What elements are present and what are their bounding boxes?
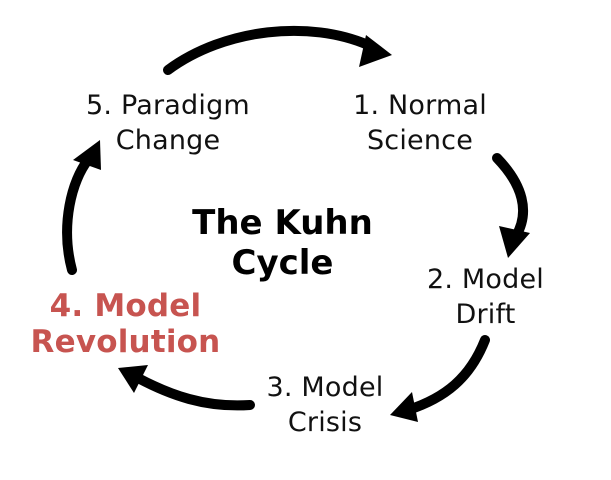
arrowhead-5 — [73, 140, 101, 170]
arrow-4-to-5 — [62, 155, 93, 275]
stage-paradigm-change: 5. Paradigm Change — [68, 88, 268, 158]
arrowhead-4 — [118, 365, 148, 393]
arrowhead-3 — [390, 392, 418, 422]
arrowhead-2 — [499, 226, 530, 258]
stage-model-drift: 2. Model Drift — [408, 262, 563, 332]
diagram-title: The Kuhn Cycle — [160, 203, 405, 283]
arrow-3-to-4 — [133, 373, 255, 411]
stage-1-line-2: Science — [366, 125, 474, 156]
stage-5-line-1: 5. Paradigm — [86, 90, 250, 121]
stage-2-line-2: Drift — [455, 299, 516, 330]
stage-4-line-2: Revolution — [30, 324, 221, 360]
stage-model-crisis: 3. Model Crisis — [250, 370, 400, 440]
stage-4-line-1: 4. Model — [49, 288, 202, 324]
stage-3-line-2: Crisis — [287, 407, 363, 438]
stage-model-revolution: 4. Model Revolution — [18, 288, 233, 360]
stage-2-line-1: 2. Model — [426, 264, 544, 295]
stage-normal-science: 1. Normal Science — [340, 88, 500, 158]
arrow-1-to-2 — [492, 153, 528, 241]
title-line-2: Cycle — [231, 243, 334, 283]
title-line-1: The Kuhn — [192, 203, 373, 243]
arrowhead-1 — [359, 35, 392, 67]
stage-1-line-1: 1. Normal — [353, 90, 487, 121]
arrow-2-to-3 — [403, 335, 490, 415]
stage-3-line-1: 3. Model — [266, 372, 384, 403]
arrow-5-to-1 — [163, 25, 373, 75]
stage-5-line-2: Change — [115, 125, 221, 156]
